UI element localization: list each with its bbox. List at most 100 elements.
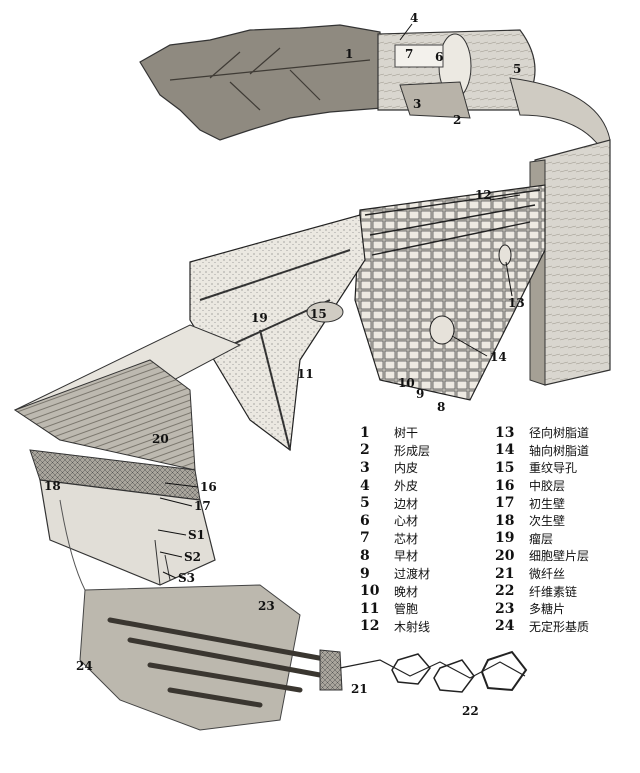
leader-S3 — [162, 571, 177, 579]
legend-number: 7 — [360, 530, 370, 547]
trunk-leaf-shape — [139, 24, 383, 141]
legend-number: 21 — [495, 565, 515, 582]
callout-3: 3 — [413, 97, 421, 111]
legend-label: 次生壁 — [529, 514, 566, 529]
cell-wedge-section — [354, 184, 546, 401]
cellulose-chain — [339, 650, 528, 693]
ray-lines — [364, 189, 541, 256]
legend-number: 11 — [360, 600, 380, 617]
callout-5: 5 — [513, 62, 521, 76]
legend-item: 23 多糖片 — [495, 600, 630, 618]
legend-label: 多糖片 — [529, 602, 566, 617]
legend-label: 芯材 — [394, 531, 419, 546]
legend-number: 1 — [360, 424, 370, 441]
callout-S1: S1 — [188, 528, 205, 542]
callout-15: 15 — [310, 307, 327, 321]
pit-oval — [306, 301, 344, 323]
legend-label: 晚材 — [394, 584, 419, 599]
callout-17: 17 — [194, 499, 211, 513]
legend-item: 21 微纤丝 — [495, 565, 630, 583]
leader-12 — [489, 194, 521, 201]
legend-number: 23 — [495, 600, 515, 617]
legend-label: 微纤丝 — [529, 567, 566, 582]
leader-S1 — [157, 529, 187, 536]
legend-label: 纤维素链 — [529, 584, 578, 599]
legend-item: 17 初生壁 — [495, 494, 630, 512]
legend-number: 24 — [495, 618, 515, 635]
legend-number: 15 — [495, 459, 515, 476]
callout-20: 20 — [152, 432, 169, 446]
legend-item: 13 径向树脂道 — [495, 424, 630, 442]
leader-17 — [159, 497, 193, 507]
chain-backbone — [339, 659, 526, 679]
legend-label: 木射线 — [394, 619, 431, 634]
legend-item: 18 次生壁 — [495, 512, 630, 530]
glucose-ring-3 — [480, 650, 528, 692]
callout-labels: 1 2 3 4 5 6 7 8 9 10 11 12 13 14 15 16 1… — [44, 11, 525, 718]
legend-label: 过渡材 — [394, 567, 431, 582]
trunk-section — [139, 24, 536, 141]
legend-label: 径向树脂道 — [529, 426, 590, 441]
tracheid-section — [189, 214, 366, 452]
callout-24: 24 — [76, 659, 93, 673]
callout-9: 9 — [416, 387, 424, 401]
legend-label: 无定形基质 — [529, 619, 590, 634]
trunk-veins — [169, 47, 371, 111]
callout-14: 14 — [490, 350, 507, 364]
polysaccharide-sheet — [79, 584, 301, 731]
legend-item: 24 无定形基质 — [495, 618, 630, 636]
legend-label: 细胞壁片层 — [529, 549, 590, 564]
fibril-ends — [319, 649, 343, 691]
callout-12: 12 — [475, 188, 492, 202]
wall-lamella-stack — [13, 359, 196, 471]
legend-number: 19 — [495, 530, 515, 547]
callout-11: 11 — [297, 367, 314, 381]
legend-number: 9 — [360, 565, 370, 582]
legend-label: 初生壁 — [529, 496, 566, 511]
callout-23: 23 — [258, 599, 275, 613]
callout-22: 22 — [462, 704, 479, 718]
legend-item: 19 瘤层 — [495, 530, 630, 548]
legend-label: 瘤层 — [529, 531, 554, 546]
bark-flap — [399, 81, 471, 119]
legend-item: 20 细胞壁片层 — [495, 547, 630, 565]
legend-number: 20 — [495, 547, 515, 564]
legend-item: 9 过渡材 — [360, 565, 495, 583]
legend-number: 5 — [360, 495, 370, 512]
microfibril-section — [59, 499, 343, 731]
callout-19: 19 — [251, 311, 268, 325]
legend-label: 中胶层 — [529, 479, 566, 494]
legend-label: 心材 — [394, 514, 419, 529]
pith-strip — [394, 44, 444, 68]
glucose-ring-1 — [391, 653, 431, 685]
legend-label: 管胞 — [394, 602, 419, 617]
cell-wall-section — [13, 324, 242, 586]
resin-canal-axial — [429, 315, 455, 345]
legend-number: 8 — [360, 547, 370, 564]
fibril-strand — [59, 499, 86, 591]
callout-2: 2 — [453, 113, 461, 127]
callout-4: 4 — [410, 11, 418, 25]
wall-sublayers — [154, 539, 171, 586]
vertical-board — [534, 139, 611, 386]
glucose-ring-2 — [433, 659, 475, 693]
legend-number: 18 — [495, 512, 515, 529]
legend-number: 13 — [495, 424, 515, 441]
legend-item: 7 芯材 — [360, 530, 495, 548]
callout-7: 7 — [405, 47, 413, 61]
leader-S2 — [159, 551, 183, 558]
legend-label: 外皮 — [394, 479, 419, 494]
cell-block — [354, 184, 546, 401]
legend-number: 17 — [495, 495, 515, 512]
legend-number: 14 — [495, 442, 515, 459]
